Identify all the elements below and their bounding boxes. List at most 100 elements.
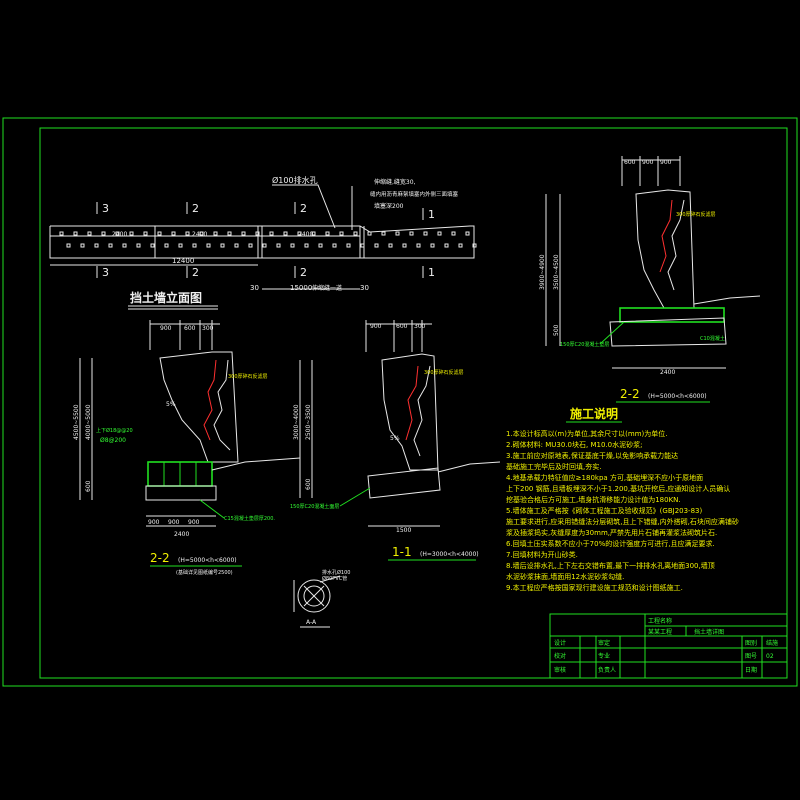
drain-hole [325,231,330,236]
note-line: 4.地基承载力特征值应≥180kpa 方可,基础埋深不应小于原地面 [506,473,703,482]
s22l-top-dim-2: 300 [202,325,214,332]
drain-hole [262,243,267,248]
s22l-stirrup-label: Ø8@200 [100,437,126,444]
drain-hole [374,243,379,248]
note-line: 8.墙后设排水孔,上下左右交错布置,最下一排排水孔离地面300,墙顶 [506,561,715,570]
dim-2400-c: 2400 [298,231,313,238]
s22r-base-label: 150厚C20混凝土垫层 [560,341,609,348]
drain-hole [444,243,449,248]
s22l-title: 2-2 [150,551,170,565]
tb-project: 某某工程 [648,628,672,636]
drain-hole [255,231,260,236]
dim-2400-a: 2400 [112,231,127,238]
note-line: 5.墙体施工及严格按《砌体工程施工及验收规范》(GBJ203-83) [506,506,702,515]
drain-hole [241,231,246,236]
note-line: 3.施工前应对原地表,保证基底干燥,以免影响承载力能达 [506,451,678,460]
drain-hole [297,231,302,236]
drain-hole [402,243,407,248]
note-line: 上下200 钢筋,且墙板埋深不小于1.200,基坑开挖后,应通知设计人员确认 [506,484,730,493]
note-line: 6.回填土压实系数不应小于70%的设计强度方可进行,且应满足要求. [506,539,715,548]
s22l-subtitle: (H=5000<h<6000) [178,557,237,564]
drain-hole [178,243,183,248]
drain-hole [269,231,274,236]
s11-top-dim-2: 300 [414,323,426,330]
drain-hole [346,243,351,248]
section-mark-1-bottom: 1 [428,266,435,279]
drain-hole [339,231,344,236]
section-mark-3-bottom: 3 [102,266,109,279]
s11-subtitle: (H=3000<h<4000) [420,551,479,558]
drain-hole [423,231,428,236]
outer-frame [2,117,798,687]
drain-hole [318,243,323,248]
drain-hole [290,243,295,248]
tb-row-0: 设计 [554,639,566,647]
drain-hole [59,231,64,236]
drain-hole [367,231,372,236]
elevation-title: 挡土墙立面图 [130,290,202,305]
s11-bot-dim: 1500 [396,527,411,534]
s22r-title: 2-2 [620,387,640,401]
section-22-left: 900 600 300 4500~5500 4000~5000 600 900 … [73,320,301,576]
section-22-right: 600 900 900 3900~4900 3500~4500 500 2400… [539,156,761,403]
joint-label: 伸缩缝一道 [312,284,342,292]
aa-label-1: 排水孔Ø100 [322,569,350,576]
drain-hole [66,243,71,248]
drain-hole [388,243,393,248]
title-block: 工程名称 某某工程 挡土墙详图 设计 校对 审核 审定 专业 负责人 图别 结施… [549,613,788,679]
note-line: 1.本设计标高以(m)为单位,其余尺寸以(mm)为单位. [506,429,668,438]
joint-note-2: 缝内用沥青麻絮填塞内外侧三面填塞 [370,190,459,198]
tb-row2-0: 专业 [598,652,610,660]
s22r-top-dim-1: 900 [642,159,654,166]
tb-right-3: 02 [766,653,774,660]
drain-hole [213,231,218,236]
s11-top-dim-0: 900 [370,323,382,330]
tb-row-1: 校对 [554,652,566,660]
tb-right-0: 图别 [745,639,757,647]
drain-hole [87,231,92,236]
s22r-side-dim-1: 3500~4500 [553,254,560,290]
drain-hole [430,243,435,248]
s11-filter-label: 300厚碎石反滤层 [424,369,464,376]
notes-heading: 施工说明 [570,406,618,421]
inner-frame [39,127,788,679]
tb-row-2: 审核 [554,666,566,674]
s22r-side-dim-0: 3900~4900 [539,254,546,290]
section-mark-2a-bottom: 2 [192,266,199,279]
drain-hole [157,231,162,236]
note-line: 施工要求进行,应采用错缝法分层砌筑,且上下错缝,内外搭砌,石块间应满铺砂 [506,517,739,526]
s22l-top-dim-1: 600 [184,325,196,332]
note-line: 基础施工完毕后及时回填,夯实. [506,462,601,471]
drain-hole [129,231,134,236]
s22l-base-label: C15混凝土垫层厚200. [224,515,275,522]
tb-right-1: 结施 [766,639,778,647]
drain-hole [276,243,281,248]
drain-hole [185,231,190,236]
drain-hole [150,243,155,248]
s11-title: 1-1 [392,545,412,559]
section-mark-2b-top: 2 [300,202,307,215]
tb-row2-1: 负责人 [598,666,616,674]
s22r-top-dim-2: 900 [660,159,672,166]
s22r-concrete-label: C10混凝土 [700,335,725,342]
drain-hole [437,231,442,236]
drain-hole [332,243,337,248]
dim-12400: 12400 [172,257,194,265]
s22r-filter-label: 300厚碎石反滤层 [676,211,716,218]
tb-right-4: 日期 [745,666,757,674]
dim-30-left: 30 [250,284,259,292]
s22l-bot-dim-total: 2400 [174,531,189,538]
section-mark-2b-bottom: 2 [300,266,307,279]
drain-hole [248,243,253,248]
s22l-side-dim-2: 600 [85,480,92,492]
drain-hole [192,243,197,248]
drain-hole [472,243,477,248]
dim-30-right: 30 [360,284,369,292]
dim-15000: 15000 [290,284,312,292]
s22r-subtitle: (H=5000<h<6000) [648,393,707,400]
drain-hole [311,231,316,236]
elevation-view: 3 3 2 2 2 2 1 1 Ø100排水孔 伸缩缝,缝宽30, 缝内用沥青麻… [49,175,477,310]
drain-hole [304,243,309,248]
drain-hole [409,231,414,236]
